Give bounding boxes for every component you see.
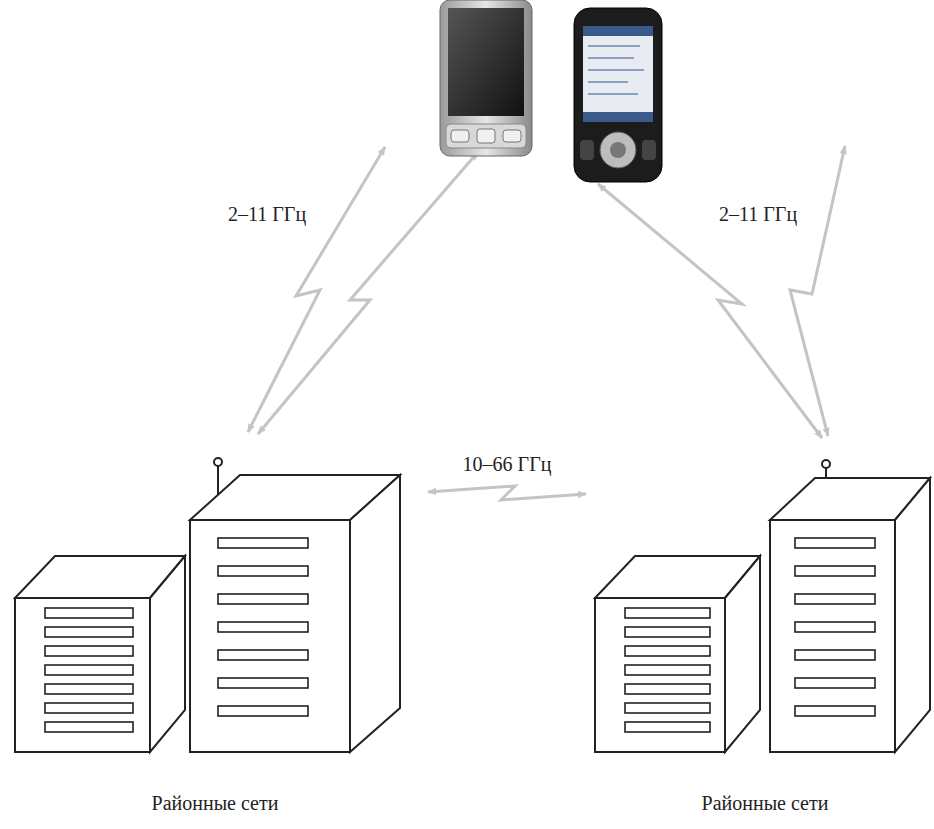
building-label: Районные сети [590,791,934,815]
radio-link [248,146,845,438]
phone-device [574,8,662,182]
building-label: Районные сети [10,791,420,815]
pda-device [440,0,532,156]
frequency-label: 10–66 ГГц [460,452,555,476]
radio-link [428,486,586,500]
frequency-label: 2–11 ГГц [716,202,800,226]
building-node: Районные сети [10,455,420,815]
frequency-label: 2–11 ГГц [225,202,309,226]
building-node: Районные сети [590,455,934,815]
building [15,458,400,752]
building [595,460,930,752]
